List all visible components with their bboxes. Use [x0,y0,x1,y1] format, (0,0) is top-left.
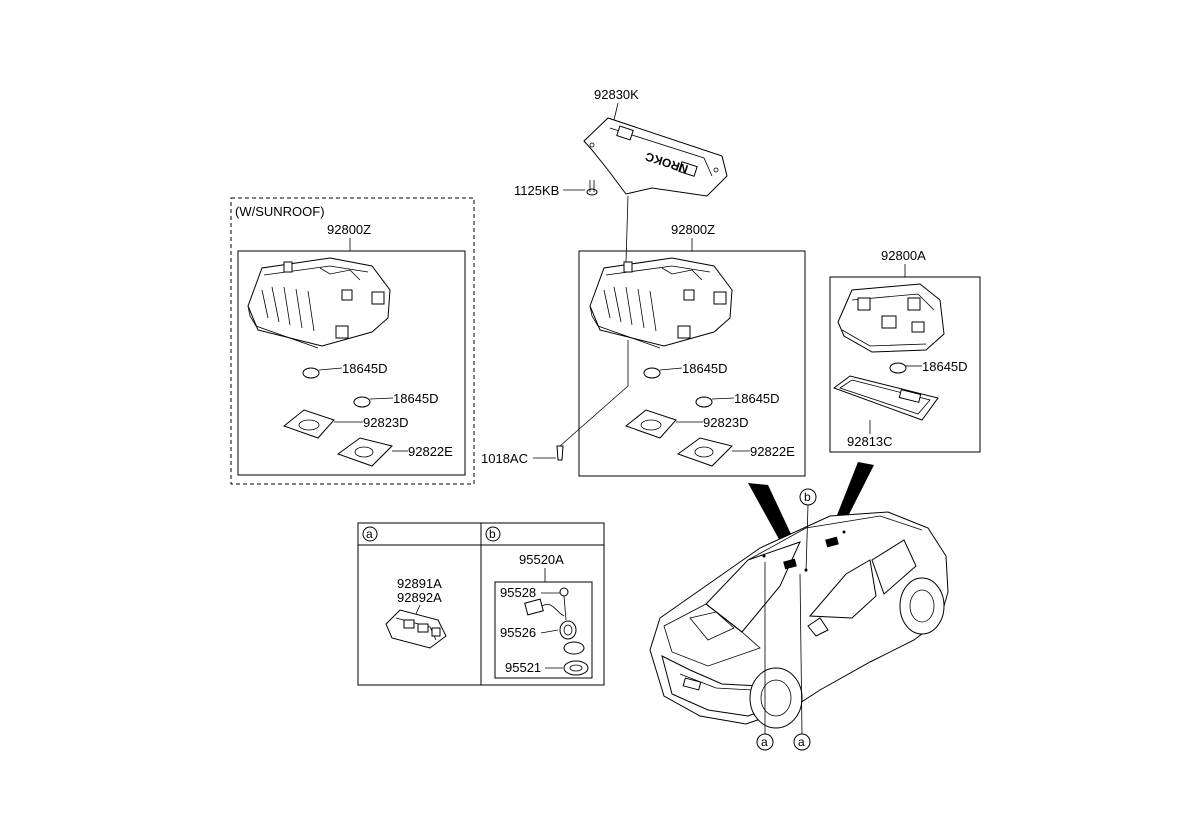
screw-label: 1018AC [481,451,528,466]
detail-b-inner-box [494,581,593,679]
car-marker-bottom-left-label: a [761,735,768,749]
car-marker-b [799,488,817,506]
center-bulb-1-label: 18645D [682,361,728,376]
bolt-part: 1125KB [514,180,598,198]
right-bulb: 18645D [889,359,968,374]
detail-b-part-3-label: 95521 [505,660,541,675]
detail-b-marker: b [489,527,496,541]
center-lens-1: 92823D [624,409,749,439]
car-marker-bottom-right-label: a [798,735,805,749]
vanity-lamp-part [385,609,447,649]
sunroof-bulb-1: 18645D [302,361,388,379]
center-bulb-2-label: 18645D [734,391,780,406]
center-lens-2: 92822E [676,437,795,467]
detail-b-part-2-label: 95526 [500,625,536,640]
bracket-label: 92830K [594,87,639,102]
detail-a: a 92891A 92892A [362,526,447,649]
detail-a-marker: a [366,527,373,541]
detail-b-part-1-label: 95528 [500,585,536,600]
right-assembly-box [829,276,981,453]
detail-b-assembly-label: 95520A [519,552,564,567]
center-group: 92830K NROKC 1125KB 92800Z [481,87,806,477]
center-lens-2-label: 92822E [750,444,795,459]
sunroof-bulb-2: 18645D [353,391,439,408]
sunroof-assembly-box [237,250,466,476]
center-bulb-1: 18645D [643,361,728,379]
car-illustration [649,462,949,729]
center-assembly-box [578,250,806,477]
detail-a-part-1-label: 92891A [397,576,442,591]
front-wheel [749,667,803,729]
bracket-part: NROKC [583,117,728,197]
sunroof-bulb-1-label: 18645D [342,361,388,376]
sunroof-lens-2: 92822E [336,437,453,467]
rear-wheel [899,577,945,635]
detail-b: b 95520A 95528 95526 95521 [485,526,593,679]
right-group: 92800A 18645D 92813C [829,248,981,453]
right-assembly-label: 92800A [881,248,926,263]
car-marker-top-label: b [804,490,811,504]
courtesy-lamp-parts [524,587,589,676]
sunroof-dashed-frame [230,197,475,485]
right-lens-label: 92813C [847,434,893,449]
sunroof-bulb-2-label: 18645D [393,391,439,406]
center-lens-1-label: 92823D [703,415,749,430]
car-marker-a-left [756,733,774,751]
car-markers: b a a [756,488,817,751]
sunroof-title: (W/SUNROOF) [235,204,325,219]
detail-a-part-2-label: 92892A [397,590,442,605]
sunroof-lens-1-label: 92823D [363,415,409,430]
sunroof-lens-1: 92823D [282,409,409,439]
screw-part: 1018AC [481,340,629,466]
bolt-label: 1125KB [514,183,559,198]
right-map-lamp-housing [837,283,945,353]
right-lens: 92813C [832,375,939,449]
sunroof-console-housing [247,257,391,349]
detail-table: a 92891A 92892A b 95520A 95528 95526 955 [357,522,605,686]
sunroof-lens-2-label: 92822E [408,444,453,459]
sunroof-assembly-label: 92800Z [327,222,371,237]
sunroof-group: (W/SUNROOF) 92800Z 18645D 18645D [230,197,475,485]
center-bulb-2: 18645D [695,391,780,408]
right-bulb-label: 18645D [922,359,968,374]
center-assembly-label: 92800Z [671,222,715,237]
car-marker-a-right [793,733,811,751]
center-console-housing [589,257,733,349]
